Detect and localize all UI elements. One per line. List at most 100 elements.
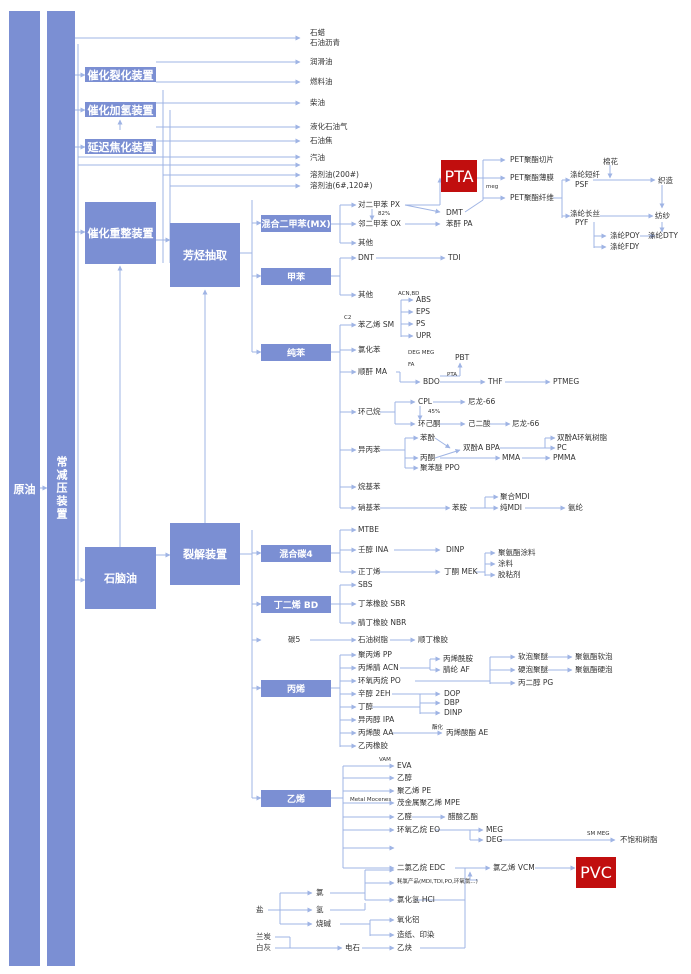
pbt-label: PBT xyxy=(455,353,470,362)
spandex-label: 氨纶 xyxy=(568,503,583,512)
dmt-label: DMT xyxy=(446,208,463,217)
crude-oil-label: 原油 xyxy=(13,482,36,496)
hard-ether-label: 硬泡聚醚 xyxy=(518,665,548,674)
alumina-label: 氧化铝 xyxy=(397,915,420,924)
pe-label: 聚乙烯 PE xyxy=(397,786,432,795)
butadiene-group: 丁二烯 BD xyxy=(261,596,331,613)
af-label: 腈纶 AF xyxy=(443,665,470,674)
lab-label: 烷基苯 xyxy=(358,482,381,491)
ethyl-acetate-label: 醋酸乙酯 xyxy=(448,812,478,821)
pu-soft-label: 聚氨酯软泡 xyxy=(575,652,613,661)
pu-hard-label: 聚氨酯硬泡 xyxy=(575,665,613,674)
eo-meg-label: MEG xyxy=(486,825,504,834)
coke-label: 石油焦 xyxy=(310,136,333,145)
c4-group-label: 混合碳4 xyxy=(279,550,313,560)
reformer-unit: 催化重整装置 xyxy=(85,202,156,264)
pet-chip-label: PET聚酯切片 xyxy=(510,155,554,164)
lube-label: 润滑油 xyxy=(310,57,333,66)
c2-label: C2 xyxy=(344,315,352,321)
propylene-group-label: 丙烯 xyxy=(286,685,305,695)
lpg-label: 液化石油气 xyxy=(310,122,348,131)
fa-label: FA xyxy=(408,362,415,368)
cdu-bar: 常减压装置 xyxy=(47,11,75,966)
cracking-unit-label: 裂解装置 xyxy=(183,548,227,561)
pmma-label: PMMA xyxy=(553,453,576,462)
vcm-label: 氯乙烯 VCM xyxy=(493,863,535,872)
eo-label: 环氧乙烷 EO xyxy=(397,825,441,834)
deg-meg-label: DEG MEG xyxy=(408,350,435,356)
pp-label: 聚丙烯 PP xyxy=(358,650,392,659)
phenol-label: 苯酚 xyxy=(420,433,435,442)
paper-dye-label: 造纸、印染 xyxy=(397,930,435,939)
acrylamide-label: 丙烯酰胺 xyxy=(443,654,473,663)
mx-group-label: 混合二甲苯(MX) xyxy=(261,220,331,230)
tdi-label: TDI xyxy=(448,253,461,262)
semi-coke-label: 兰炭 xyxy=(256,932,271,941)
adipic-label: 己二酸 xyxy=(468,419,491,428)
solvent2-label: 溶剂油(6#,120#) xyxy=(310,181,373,190)
acn-bd-label: ACN,BD xyxy=(398,291,420,297)
esterify-label: 酯化 xyxy=(432,725,444,731)
ox-label: 邻二甲苯 OX xyxy=(358,219,401,228)
po-label: 环氧丙烷 PO xyxy=(358,676,401,685)
acn-label: 丙烯腈 ACN xyxy=(358,663,399,672)
adhesive-label: 胶粘剂 xyxy=(498,570,521,579)
acetone-label: 丙酮 xyxy=(420,453,435,462)
gasoline-label: 汽油 xyxy=(310,153,325,162)
pta-box: PTA xyxy=(441,160,477,192)
butadiene-group-label: 丁二烯 BD xyxy=(273,601,319,611)
petro-resin-label: 石油树脂 xyxy=(358,635,388,644)
metal-mocenes-label: Metal Mocenes xyxy=(350,797,392,803)
ina-label: 壬醇 INA xyxy=(358,545,389,554)
propylene-group: 丙烯 xyxy=(261,680,331,697)
pta-small-label: PTA xyxy=(447,372,458,378)
ethanol-label: 乙醇 xyxy=(397,773,412,782)
hydrogen-label: 氢 xyxy=(316,905,324,914)
cpl-label: CPL xyxy=(418,397,432,406)
pp-dinp-label: DINP xyxy=(444,708,463,717)
ipa-label: 异丙醇 IPA xyxy=(358,715,395,724)
c4-dinp-label: DINP xyxy=(446,545,465,554)
pet-fiber-label: PET聚酯纤维 xyxy=(510,193,554,202)
toluene-group-label: 甲苯 xyxy=(286,273,305,283)
hcl-label: 氯化氢 HCl xyxy=(397,895,435,904)
asphalt-label: 石油沥青 xyxy=(310,38,340,47)
pc-label: PC xyxy=(557,443,567,452)
salt-label: 盐 xyxy=(256,905,264,914)
thf-label: THF xyxy=(488,377,503,386)
nbutene-label: 正丁烯 xyxy=(358,567,381,576)
pg-label: 丙二醇 PG xyxy=(518,678,554,687)
dbp-label: DBP xyxy=(444,698,460,707)
mx-group: 混合二甲苯(MX) xyxy=(261,215,331,232)
clbz-label: 氯化苯 xyxy=(358,345,381,354)
sm-meg-label: SM MEG xyxy=(587,831,610,837)
ethylene-group-label: 乙烯 xyxy=(286,795,305,805)
nitro-label: 硝基苯 xyxy=(358,503,381,512)
dnt-label: DNT xyxy=(358,253,374,262)
toluene-group: 甲苯 xyxy=(261,268,331,285)
naphtha-unit-label: 石脑油 xyxy=(104,572,137,585)
bdo-label: BDO xyxy=(423,377,440,386)
ma-label: 顺酐 MA xyxy=(358,367,387,376)
aniline-label: 苯胺 xyxy=(452,503,467,512)
cumene-label: 异丙苯 xyxy=(358,445,381,454)
soft-ether-label: 软泡聚醚 xyxy=(518,652,548,661)
weave-label: 织造 xyxy=(658,176,673,185)
nylon1-label: 尼龙-66 xyxy=(468,397,496,406)
solvent1-label: 溶剂油(200#) xyxy=(310,170,359,179)
paint-label: 涂料 xyxy=(498,559,513,568)
ae-label: 丙烯酸酯 AE xyxy=(446,728,489,737)
sm-label: 苯乙烯 SM xyxy=(358,320,395,329)
carbide-label: 电石 xyxy=(345,943,360,952)
hydro-unit: 催化加氢装置 xyxy=(85,102,156,117)
eo-deg-label: DEG xyxy=(486,835,503,844)
dty-label: 涤纶DTY xyxy=(648,231,678,240)
fuel-label: 燃料油 xyxy=(310,77,333,86)
spin-label: 纺纱 xyxy=(655,211,670,220)
nbr-label: 腈丁橡胶 NBR xyxy=(358,618,407,627)
mma-label: MMA xyxy=(502,453,521,462)
pct82-label: 82% xyxy=(378,211,391,217)
benzene-group: 纯苯 xyxy=(261,344,331,361)
meg-small-label: meg xyxy=(486,184,499,190)
